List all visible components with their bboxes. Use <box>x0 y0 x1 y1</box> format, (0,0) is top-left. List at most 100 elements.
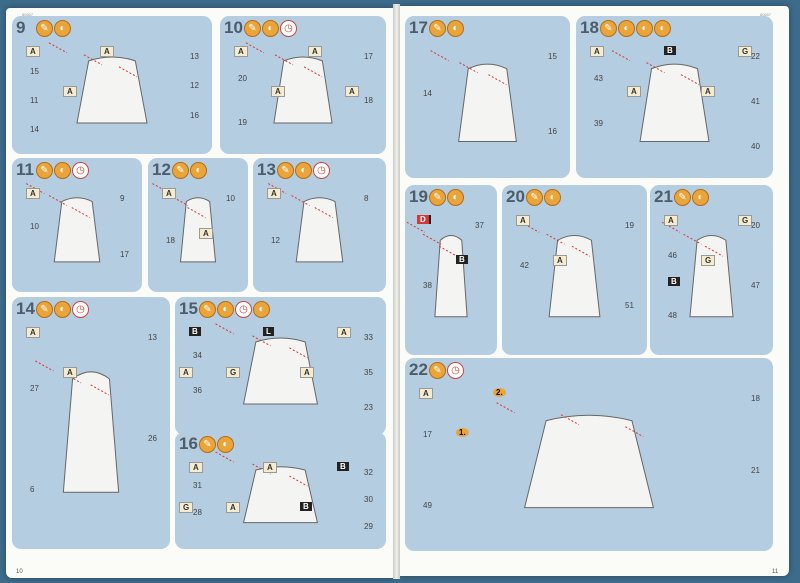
glue-icon: ✎ <box>36 301 53 318</box>
paint-label: A <box>234 46 248 57</box>
assembly-arrow <box>546 233 565 245</box>
part-number: 14 <box>30 125 39 135</box>
part-number: 32 <box>364 468 373 477</box>
paint-icon: ◐ <box>295 162 312 179</box>
part-number: 13 <box>148 333 157 342</box>
part-number: 17 <box>364 52 373 61</box>
paint-label: A <box>267 188 281 199</box>
step-number: 9 <box>16 18 26 37</box>
part-number: 21 <box>751 465 760 475</box>
paint-icon: ◐ <box>692 189 709 206</box>
step-number: 20 <box>506 187 525 206</box>
assembly-drawing <box>661 221 734 318</box>
part-outline <box>458 63 517 143</box>
part-number: 30 <box>364 494 373 504</box>
step-number: 14 <box>16 299 35 318</box>
paint-label: B <box>456 255 468 264</box>
assembly-arrow <box>646 62 665 74</box>
glue-icon: ✎ <box>674 189 691 206</box>
part-outline <box>434 234 468 318</box>
paint-icon: ◐ <box>54 162 71 179</box>
paint-label: A <box>179 367 193 378</box>
part-number: 27 <box>30 383 39 393</box>
paint-label: B <box>300 502 312 511</box>
step-number: 12 <box>152 160 171 179</box>
part-outline <box>179 197 217 263</box>
paint-icon: ◐ <box>447 20 464 37</box>
paint-label: A <box>162 188 176 199</box>
paint-label: L <box>263 327 274 336</box>
part-number: 15 <box>548 52 557 61</box>
paint-icon: ◐ <box>54 301 71 318</box>
assembly-drawing <box>245 42 333 124</box>
part-number: 19 <box>238 118 247 127</box>
assembly-arrow <box>303 66 323 78</box>
paint-icon: ◐ <box>654 20 671 37</box>
assembly-arrow <box>459 62 478 74</box>
glue-icon: ✎ <box>36 162 53 179</box>
assembly-arrow <box>267 183 287 194</box>
paint-label: A <box>516 215 530 226</box>
paint-label: A <box>271 86 285 97</box>
part-number: 11 <box>30 96 39 105</box>
assembly-drawing <box>35 360 120 493</box>
part-number: 37 <box>475 221 484 230</box>
part-number: 10 <box>30 222 39 231</box>
paint-label: D <box>417 215 429 224</box>
paint-label: G <box>701 255 716 266</box>
clock-icon: ◷ <box>235 301 252 318</box>
part-number: 47 <box>751 281 760 290</box>
paint-icon: ◐ <box>636 20 653 37</box>
assembly-arrow <box>187 207 206 218</box>
paint-icon: ◐ <box>190 162 207 179</box>
paint-label: A <box>627 86 641 97</box>
paint-label: G <box>179 502 194 513</box>
paint-icon: ◐ <box>54 20 71 37</box>
left-header-code: 80657 <box>22 12 34 17</box>
assembly-arrow <box>625 426 644 438</box>
part-number: 35 <box>364 368 373 378</box>
part-number: 46 <box>668 251 677 260</box>
assembly-arrow <box>118 66 138 78</box>
part-number: 19 <box>625 221 634 230</box>
assembly-arrow <box>704 245 724 257</box>
part-outline <box>689 234 734 318</box>
part-number: 18 <box>166 236 175 245</box>
paint-label: A <box>189 462 203 473</box>
paint-label: B <box>668 277 680 286</box>
part-number: 9 <box>120 194 125 203</box>
step-number: 10 <box>224 18 243 37</box>
assembly-arrow <box>48 195 68 206</box>
part-number: 15 <box>30 66 39 76</box>
assembly-arrow <box>289 475 308 487</box>
glue-icon: ✎ <box>600 20 617 37</box>
paint-icon: ◐ <box>217 436 234 453</box>
part-outline <box>639 63 710 143</box>
glue-icon: ✎ <box>244 20 261 37</box>
part-number: 13 <box>190 52 199 61</box>
paint-label: G <box>738 215 753 226</box>
assembly-drawing <box>611 50 710 143</box>
part-number: 12 <box>190 81 199 91</box>
part-number: 18 <box>751 394 760 403</box>
part-outline <box>242 337 319 405</box>
part-number: 36 <box>193 385 202 395</box>
part-number: 12 <box>271 236 280 245</box>
assembly-drawing <box>26 183 101 263</box>
part-outline <box>273 56 333 124</box>
glue-icon: ✎ <box>277 162 294 179</box>
assembly-arrow <box>488 74 507 86</box>
assembly-drawing <box>215 451 319 524</box>
paint-label: B <box>337 462 349 471</box>
paint-label: G <box>738 46 753 57</box>
part-number: 17 <box>120 250 129 259</box>
assembly-arrow <box>169 195 189 206</box>
part-number: 20 <box>751 221 760 230</box>
binding-spine <box>393 4 400 579</box>
